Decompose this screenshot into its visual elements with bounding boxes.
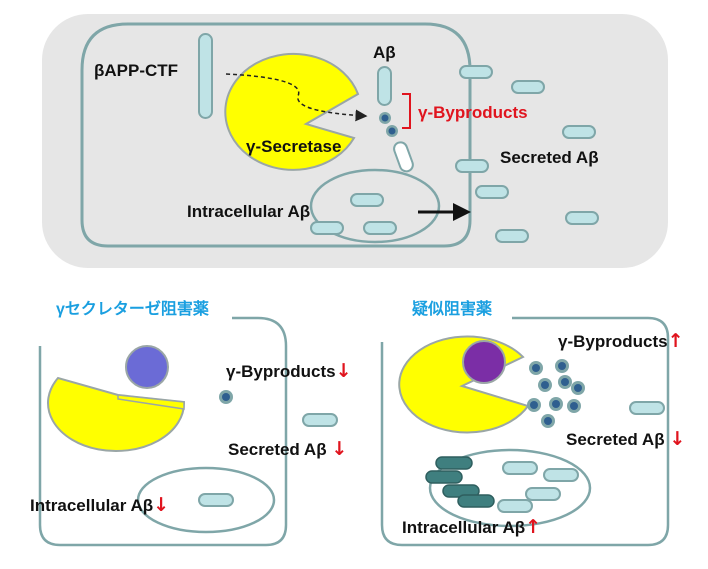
right-secreted-text: Secreted Aβ	[566, 430, 665, 449]
left-panel	[38, 316, 338, 547]
secreted-abeta-capsule	[459, 65, 493, 79]
left-secreted-label: Secreted Aβ ↓	[228, 440, 347, 459]
down-arrow-icon: ↓	[331, 438, 348, 460]
gamma-secretase-enzyme	[224, 52, 360, 171]
secreted-abeta-capsule	[562, 125, 596, 139]
abeta-capsule	[377, 66, 392, 106]
right-secreted-label: Secreted Aβ ↓	[566, 430, 685, 449]
released-abeta-capsule	[393, 141, 414, 173]
right-panel-title: 疑似阻害薬	[412, 301, 493, 318]
left-byproducts-text: γ-Byproducts	[226, 362, 336, 381]
secreted-abeta-capsule	[475, 185, 509, 199]
cleavage-path-arrow	[225, 73, 368, 122]
right-intracellular-text: Intracellular Aβ	[402, 518, 526, 537]
left-secreted-capsule	[302, 413, 338, 427]
right-vesicle-capsule	[497, 499, 533, 513]
right-vesicle-capsule	[543, 468, 579, 482]
left-intracellular-text: Intracellular Aβ	[30, 496, 154, 515]
down-arrow-icon: ↓	[335, 360, 352, 382]
down-arrow-icon: ↓	[153, 494, 170, 516]
right-inhibitor	[462, 340, 506, 384]
byproduct-dot-core	[381, 114, 389, 122]
secreted-abeta-capsule	[511, 80, 545, 94]
right-vesicle-capsule-dark	[425, 470, 463, 484]
up-arrow-icon: ↑	[525, 516, 542, 538]
intracellular-abeta-label: Intracellular Aβ	[187, 202, 311, 221]
vesicle-abeta-capsule	[310, 221, 344, 235]
right-intracellular-label: Intracellular Aβ↑	[402, 518, 541, 537]
intracellular-vesicle	[309, 168, 441, 244]
app-ctf-label: βAPP-CTF	[94, 61, 179, 80]
right-secreted-capsule	[629, 401, 665, 415]
top-panel-background	[42, 14, 668, 268]
left-byproduct-dot-core	[222, 393, 230, 401]
secreted-abeta-label: Secreted Aβ	[500, 148, 599, 167]
left-gamma-secretase	[47, 376, 186, 453]
left-vesicle	[136, 466, 276, 534]
right-panel	[380, 316, 670, 547]
right-vesicle	[428, 448, 592, 528]
byproducts-bracket	[402, 93, 411, 129]
vesicle-abeta-capsule	[363, 221, 397, 235]
down-arrow-icon: ↓	[669, 428, 686, 450]
left-inhibitor	[125, 345, 169, 389]
secreted-abeta-capsule	[455, 159, 489, 173]
app-ctf-capsule	[198, 33, 213, 119]
byproduct-dot-core	[388, 127, 396, 135]
right-cell-membrane	[380, 316, 670, 547]
right-byproducts-label: γ-Byproducts↑	[558, 332, 684, 351]
abeta-label: Aβ	[373, 43, 396, 62]
left-byproducts-label: γ-Byproducts↓	[226, 362, 352, 381]
right-vesicle-capsule-dark	[457, 494, 495, 508]
left-intracellular-label: Intracellular Aβ↓	[30, 496, 169, 515]
right-vesicle-capsule	[502, 461, 538, 475]
right-byproduct-cluster	[527, 359, 585, 428]
right-gamma-secretase	[398, 335, 530, 434]
right-vesicle-capsule	[525, 487, 561, 501]
left-cell-membrane	[38, 316, 288, 547]
up-arrow-icon: ↑	[667, 330, 684, 352]
top-panel	[42, 14, 668, 268]
right-vesicle-capsule-dark	[435, 456, 473, 470]
left-secretase-jaw	[117, 394, 185, 410]
cell-membrane	[80, 22, 472, 248]
byproducts-label: γ-Byproducts	[418, 103, 528, 122]
secreted-abeta-capsule	[495, 229, 529, 243]
secreted-abeta-capsule	[565, 211, 599, 225]
vesicle-abeta-capsule	[350, 193, 384, 207]
right-byproducts-text: γ-Byproducts	[558, 332, 668, 351]
left-panel-title: γセクレターゼ阻害薬	[56, 301, 209, 318]
left-vesicle-capsule	[198, 493, 234, 507]
secretase-label: γ-Secretase	[246, 137, 342, 156]
left-secreted-text: Secreted Aβ	[228, 440, 327, 459]
